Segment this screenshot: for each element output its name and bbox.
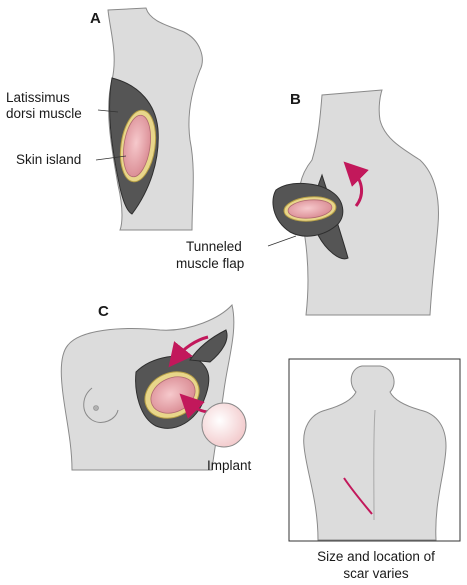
implant-label: Implant xyxy=(207,458,252,473)
latissimus-label-line1: Latissimus xyxy=(6,90,70,105)
panel-c-letter: C xyxy=(98,303,109,320)
inset-caption-line2: scar varies xyxy=(343,566,409,581)
breast-c xyxy=(83,387,119,423)
leader-flap xyxy=(267,235,297,247)
inset-spine xyxy=(373,409,376,521)
inset-scar xyxy=(343,477,373,515)
arrow-c-upper xyxy=(168,335,209,368)
inset-body xyxy=(303,365,447,541)
skin-island-label: Skin island xyxy=(16,152,82,167)
skin-island-b xyxy=(287,199,333,219)
inset-caption: Size and location of scar varies xyxy=(291,548,461,582)
inset-figure xyxy=(288,358,461,542)
flap-label-line1: Tunneled xyxy=(186,239,242,254)
muscle-c-tail xyxy=(189,329,228,363)
nipple-c xyxy=(93,405,99,411)
panel-a-letter: A xyxy=(90,10,101,27)
panel-a-figure xyxy=(95,7,203,231)
arrow-b xyxy=(343,161,369,207)
flap-label-line2: muscle flap xyxy=(176,256,245,271)
latissimus-label-line2: dorsi muscle xyxy=(6,106,82,121)
implant xyxy=(201,402,247,448)
inset-caption-line1: Size and location of xyxy=(317,549,435,564)
skin-island-a xyxy=(123,114,151,178)
panel-c-figure xyxy=(60,303,247,471)
leader-muscle xyxy=(97,109,119,113)
leader-skin xyxy=(95,155,127,161)
panel-b-letter: B xyxy=(290,91,301,108)
torso-b xyxy=(298,89,439,316)
panel-b-figure xyxy=(267,89,439,316)
